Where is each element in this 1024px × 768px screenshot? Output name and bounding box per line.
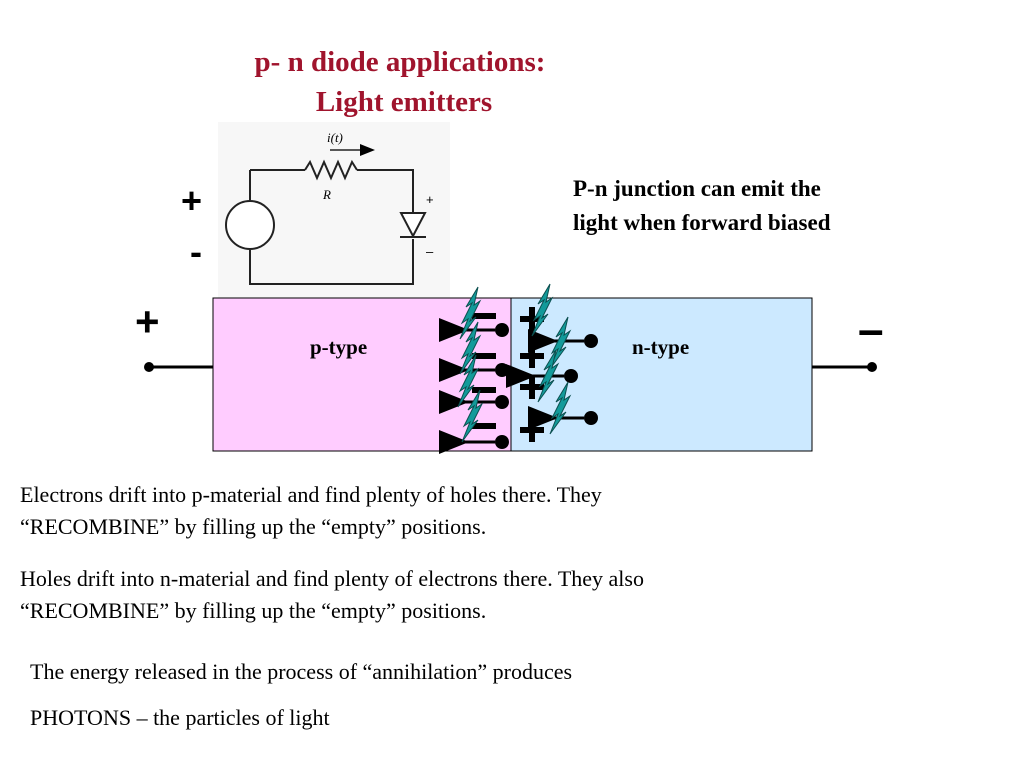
- electron-paragraph: Electrons drift into p-material and find…: [20, 479, 602, 543]
- paragraph-line: Electrons drift into p-material and find…: [20, 482, 602, 507]
- photon-lightning-icon: [459, 286, 482, 340]
- electron-dot: [495, 363, 509, 377]
- photon-lightning-icon: [531, 283, 554, 337]
- photon-text: PHOTONS – the particles of light: [30, 705, 330, 730]
- plus-charge: [520, 344, 544, 368]
- electron-dot: [495, 323, 509, 337]
- slide-title-line1: p- n diode applications:: [254, 46, 546, 78]
- n-type-label: n-type: [632, 335, 689, 359]
- diode-icon: [399, 212, 427, 239]
- photon-lightning-icon: [537, 349, 560, 403]
- callout-text: P-n junction can emit the light when for…: [573, 172, 831, 240]
- plus-charge: [520, 418, 544, 442]
- callout-line2: light when forward biased: [573, 210, 831, 235]
- resistor-icon: [304, 159, 358, 181]
- source-minus-sign: -: [190, 231, 202, 272]
- minus-charge: [472, 387, 496, 393]
- right-terminal-minus: –: [858, 303, 884, 355]
- callout-line1: P-n junction can emit the: [573, 176, 821, 201]
- current-label: i(t): [327, 130, 343, 145]
- left-terminal-dot: [144, 362, 154, 372]
- paragraph-line: “RECOMBINE” by filling up the “empty” po…: [20, 514, 487, 539]
- p-type-label: p-type: [310, 335, 367, 359]
- minus-charge: [472, 313, 496, 319]
- right-terminal-dot: [867, 362, 877, 372]
- diode-plus-label: +: [426, 192, 434, 207]
- paragraph-line: “RECOMBINE” by filling up the “empty” po…: [20, 598, 487, 623]
- electron-dot: [564, 369, 578, 383]
- paragraph-line: Holes drift into n-material and find ple…: [20, 566, 644, 591]
- pn-junction: p-type n-type + –: [135, 283, 884, 454]
- electron-dot: [495, 395, 509, 409]
- photon-lightning-icon: [549, 316, 572, 370]
- diode-minus-label: –: [426, 244, 434, 259]
- minus-charge: [472, 353, 496, 359]
- photon-lightning-icon: [461, 389, 484, 443]
- plus-charge: [520, 307, 544, 331]
- hole-paragraph: Holes drift into n-material and find ple…: [20, 563, 644, 627]
- p-region: [212, 297, 512, 452]
- source-plus-sign: +: [181, 180, 202, 221]
- electron-dot: [584, 411, 598, 425]
- circuit-schematic: R i(t) + –: [218, 122, 450, 302]
- voltage-source-icon: [225, 200, 275, 250]
- slide-title-line2: Light emitters: [315, 86, 493, 118]
- electron-dot: [584, 334, 598, 348]
- photon-lightning-icon: [457, 354, 480, 408]
- left-terminal-plus: +: [135, 298, 160, 345]
- electron-dot: [495, 435, 509, 449]
- energy-text: The energy released in the process of “a…: [30, 659, 573, 684]
- minus-charge: [472, 423, 496, 429]
- resistor-label: R: [322, 187, 331, 202]
- photon-lightning-icon: [549, 381, 572, 435]
- photon-lightning-icon: [459, 321, 482, 375]
- circuit-wires: [249, 169, 414, 285]
